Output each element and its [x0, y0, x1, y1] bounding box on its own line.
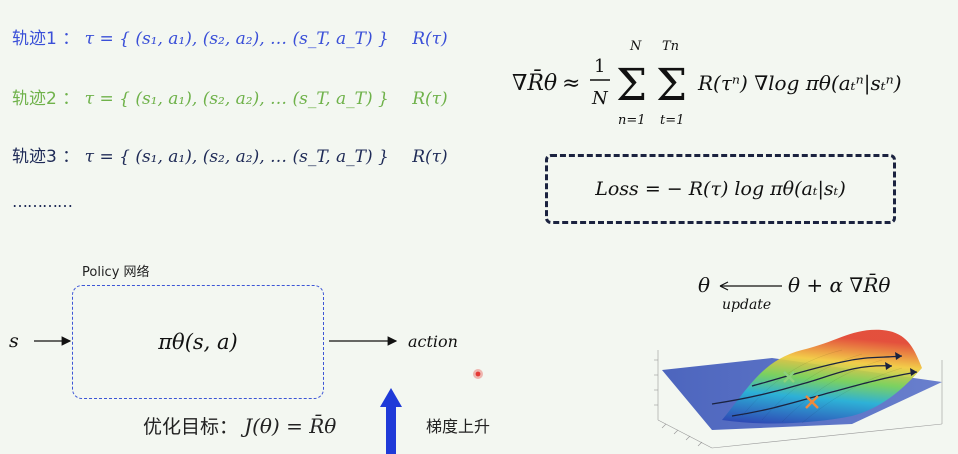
trajectory-1: 轨迹1 ： τ = { (s₁, a₁), (s₂, a₂), … (s_T, …	[12, 24, 448, 49]
update-rhs: θ + α ∇R̄θ	[788, 272, 890, 297]
sum1-upper: N	[629, 39, 642, 54]
trajectory-2-colon: ：	[62, 89, 79, 109]
trajectory-2-tau: τ	[85, 89, 94, 109]
policy-function: πθ(s, a)	[158, 330, 237, 354]
sum2-lower: t=1	[660, 113, 684, 128]
update-rule: θ update θ + α ∇R̄θ	[696, 272, 936, 322]
gradient-ascent-label: 梯度上升	[426, 413, 490, 437]
trajectory-2-reward: R(τ)	[412, 89, 447, 109]
update-lhs: θ	[698, 273, 710, 297]
trajectory-ellipsis: …………	[12, 192, 72, 211]
policy-network-label: Policy 网络	[82, 261, 150, 280]
sum2-upper: Tn	[662, 39, 679, 54]
sum2-sigma: Σ	[656, 60, 687, 111]
reward-landscape-illustration	[652, 320, 952, 450]
gradient-body: R(τⁿ) ∇log πθ(aₜⁿ|sₜⁿ)	[697, 71, 902, 96]
optimization-objective: 优化目标： J(θ) = R̄θ	[143, 412, 336, 439]
sum1-sigma: Σ	[616, 60, 647, 111]
policy-gradient-formula: ∇R̄θ ≈ 1 N N Σ n=1 Tn Σ t=1 R(τⁿ) ∇log π…	[510, 28, 950, 128]
approx-sign: ≈	[562, 71, 580, 96]
update-rule-drawing: θ update θ + α ∇R̄θ	[696, 272, 936, 322]
trajectory-1-sequence: = { (s₁, a₁), (s₂, a₂), … (s_T, a_T) }	[99, 29, 388, 49]
trajectory-3: 轨迹3 ： τ = { (s₁, a₁), (s₂, a₂), … (s_T, …	[12, 142, 448, 167]
trajectory-1-label: 轨迹1	[12, 29, 57, 49]
trajectory-1-colon: ：	[62, 29, 79, 49]
trajectory-2-sequence: = { (s₁, a₁), (s₂, a₂), … (s_T, a_T) }	[99, 89, 388, 109]
update-arrow-label: update	[722, 297, 771, 313]
gradient-ascent-arrow	[380, 388, 402, 454]
gradient-formula-drawing: ∇R̄θ ≈ 1 N N Σ n=1 Tn Σ t=1 R(τⁿ) ∇log π…	[510, 28, 950, 128]
trajectory-3-tau: τ	[85, 147, 94, 167]
pointer-dot	[476, 372, 481, 377]
fraction-numerator: 1	[594, 56, 605, 77]
objective-label: 优化目标：	[143, 416, 238, 438]
trajectory-3-sequence: = { (s₁, a₁), (s₂, a₂), … (s_T, a_T) }	[99, 147, 388, 167]
trajectory-1-reward: R(τ)	[412, 29, 447, 49]
policy-network-box: πθ(s, a)	[72, 285, 324, 399]
trajectory-3-colon: ：	[62, 147, 79, 167]
gradient-lhs: ∇R̄θ	[512, 69, 557, 96]
objective-formula: J(θ) = R̄θ	[244, 414, 336, 438]
trajectory-2-label: 轨迹2	[12, 89, 57, 109]
fraction-denominator: N	[591, 88, 609, 109]
loss-formula: Loss = − R(τ) log πθ(aₜ|sₜ)	[595, 178, 846, 200]
pointer-halo	[473, 369, 483, 379]
trajectory-3-label: 轨迹3	[12, 147, 57, 167]
sum1-lower: n=1	[618, 113, 646, 128]
action-output-label: action	[408, 332, 458, 351]
trajectory-2: 轨迹2 ： τ = { (s₁, a₁), (s₂, a₂), … (s_T, …	[12, 84, 448, 109]
state-input-label: s	[9, 330, 19, 352]
loss-function-box: Loss = − R(τ) log πθ(aₜ|sₜ)	[545, 154, 896, 224]
trajectory-3-reward: R(τ)	[412, 147, 447, 167]
trajectory-1-tau: τ	[85, 29, 94, 49]
